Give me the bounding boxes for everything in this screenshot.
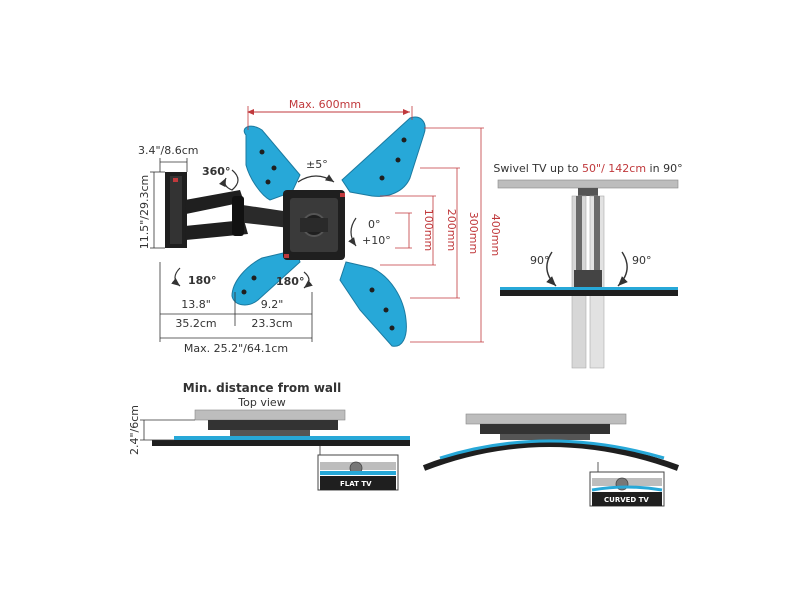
swivel-arrow-left-icon [546,251,557,287]
label-height-side: 11.5"/29.3cm [138,175,151,250]
vesa-plate-top-left [243,125,301,201]
label-dim-200: 200mm [445,209,458,251]
swivel-left-deg: 90° [530,254,550,267]
main-mount-view: Max. 600mm ±5° 360° 0° +10° 100mm 200mm … [138,98,502,355]
arm-extension-dims [159,262,313,342]
vesa-plate-top-right [341,116,426,197]
label-mid-180: 180° [276,275,304,288]
swivel-ceiling [497,179,679,189]
tv-bracket [283,190,345,260]
vesa-plates [231,116,426,347]
label-left-180: 180° [188,274,216,287]
label-dim-300: 300mm [467,212,480,254]
label-tilt-0: 0° [368,218,381,231]
label-dim-400: 400mm [489,214,502,256]
curved-wall [465,413,627,425]
curved-tv-panel [422,441,680,471]
label-max-600: Max. 600mm [289,98,361,111]
label-rot360: 360° [202,165,230,178]
flat-wall [194,409,346,421]
label-pm5: ±5° [306,158,328,171]
vesa-plate-bottom-left [231,249,301,306]
tilt-arrow-icon [348,217,357,247]
rotate-arrow-mid-180-icon [303,271,313,289]
rotate-arrow-pm5-icon [297,174,335,183]
rotate-arrow-360-icon [219,169,239,191]
swivel-title: Swivel TV up to 50"/ 142cm in 90° [493,162,682,175]
swivel-tv-panel [500,290,678,296]
wall-plate [165,172,187,248]
min-distance-title: Min. distance from wall [183,381,341,395]
flat-tv-label: FLAT TV [340,480,372,488]
label-arm-13-8: 13.8" [181,298,211,311]
label-depth-top: 3.4"/8.6cm [138,144,199,157]
vesa-plate-bottom-right [339,261,407,347]
label-arm-9-2: 9.2" [261,298,284,311]
label-dim-100: 100mm [422,209,435,251]
swivel-arrow-right-icon [617,251,628,287]
top-view-subtitle: Top view [237,396,285,409]
rotate-arrow-left-180-icon [171,267,181,287]
min-distance-curved-view: CURVED TV [422,413,680,507]
swing-arms [185,190,290,240]
label-arm-23-3: 23.3cm [251,317,292,330]
curved-tv-label: CURVED TV [604,496,649,504]
swivel-view: Swivel TV up to 50"/ 142cm in 90° 90° 90… [493,162,683,369]
label-tilt-plus10: +10° [362,234,391,247]
flat-tv-panel [152,440,410,446]
label-min-depth: 2.4"/6cm [128,405,141,455]
swivel-right-deg: 90° [632,254,652,267]
vesa-vertical-dims [380,127,484,343]
label-max-reach: Max. 25.2"/64.1cm [184,342,288,355]
min-distance-flat-view: Min. distance from wall Top view 2.4"/6c… [128,381,410,491]
label-arm-35-2: 35.2cm [175,317,216,330]
